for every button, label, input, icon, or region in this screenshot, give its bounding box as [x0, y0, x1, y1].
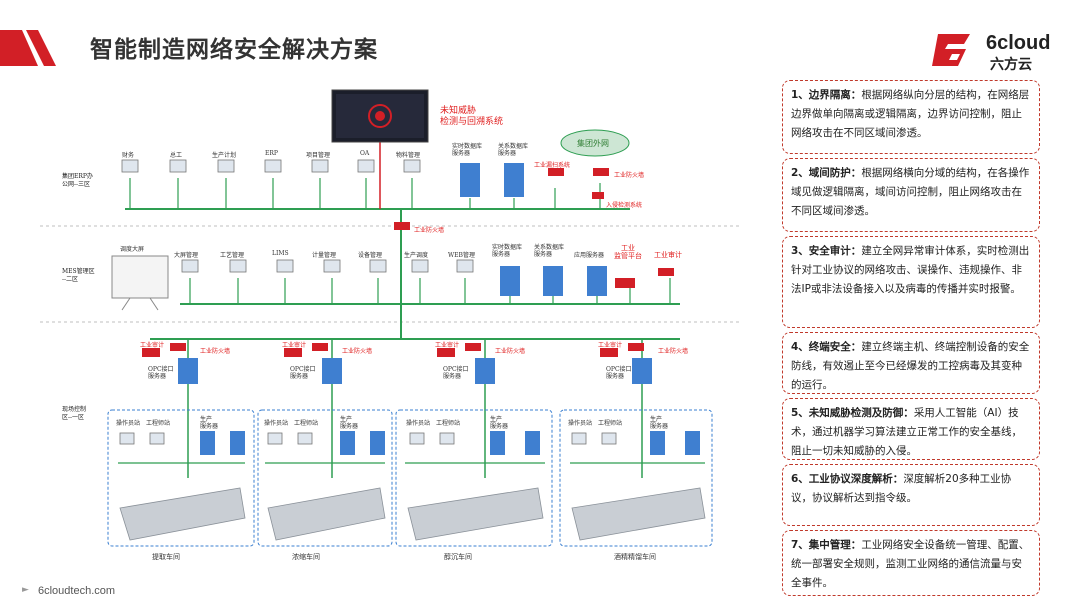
card-title: 3、安全审计： [791, 245, 862, 257]
tier2-server-label: 应用服务器 [574, 252, 605, 259]
header-slashes-decoration [0, 30, 56, 66]
ws-prod-server-label: 生产 服务器 [200, 416, 219, 430]
tier3-system: 项目管理 [306, 152, 331, 159]
ws-operator-label: 操作员站 [406, 420, 431, 427]
card-body: 工业网络安全设备统一管理、配置、统一部署安全规则，监测工业网络的通信流量与安全事… [791, 539, 1030, 589]
company-logo: 6cloud 六方云 [930, 30, 1070, 74]
card-title: 1、边界隔离： [791, 89, 862, 101]
feature-card-protocol: 6、工业协议深度解析：深度解析20多种工业协议，协议解析达到指令级。 [782, 464, 1040, 526]
logo-subtitle: 六方云 [990, 57, 1032, 73]
ws-opc-label: OPC接口 服务器 [606, 366, 632, 380]
leak-scan-label: 工业漏扫系统 [534, 162, 571, 169]
ws-prod-server-label: 生产 服务器 [490, 416, 509, 430]
tier3-system: 总工 [170, 152, 183, 159]
ws-operator-label: 操作员站 [568, 420, 593, 427]
card-title: 5、未知威胁检测及防御： [791, 407, 914, 419]
workshop-name: 提取车间 [152, 553, 180, 561]
ws-firewall-label: 工业防火墙 [200, 348, 231, 355]
feature-card-unknown-threat: 5、未知威胁检测及防御：采用人工智能（AI）技术，通过机器学习算法建立正常工作的… [782, 398, 1040, 460]
tier2-system: 生产调度 [404, 252, 429, 259]
card-body: 根据网络纵向分层的结构，在网络层边界做单向隔离或逻辑隔离，边界访问控制，阻止网络… [791, 89, 1030, 139]
logo-mark-icon [932, 34, 970, 66]
ids-label: 入侵检测系统 [606, 202, 643, 209]
tier3-system: ERP [265, 150, 278, 157]
feature-card-domain: 2、域间防护：根据网络横向分域的结构，在各操作域见做逻辑隔离，域间访问控制，阻止… [782, 158, 1040, 232]
ws-prod-server-label: 生产 服务器 [650, 416, 669, 430]
ws-opc-label: OPC接口 服务器 [443, 366, 469, 380]
tier3-server-label: 关系数据库 服务器 [498, 143, 529, 157]
workshop-name: 浓缩车间 [292, 553, 320, 561]
tier3-system: 生产计划 [212, 152, 237, 159]
card-body: 建立全网异常审计体系，实时检测出针对工业协议的网络攻击、误操作、违规操作、非法I… [791, 245, 1030, 295]
card-title: 6、工业协议深度解析： [791, 473, 904, 485]
tier2-audit-label: 工业审计 [654, 251, 682, 259]
tier2-system: 工艺管理 [220, 252, 245, 259]
tier2-system: LIMS [272, 250, 289, 257]
tier3-system: 财务 [122, 152, 135, 159]
ws-opc-label: OPC接口 服务器 [148, 366, 174, 380]
group-cloud-label: 集团外网 [577, 139, 609, 148]
footer-url: 6cloudtech.com [38, 585, 116, 597]
diagram-lines [40, 89, 740, 547]
feature-card-boundary: 1、边界隔离：根据网络纵向分层的结构，在网络层边界做单向隔离或逻辑隔离，边界访问… [782, 80, 1040, 154]
card-body: 建立终端主机、终端控制设备的安全防线，有效遏止至今已经爆发的工控病毒及其变种的运… [791, 341, 1030, 391]
ws-firewall-label: 工业防火墙 [342, 348, 373, 355]
tier2-system: WEB管理 [448, 252, 475, 259]
ws-engineer-label: 工程师站 [294, 420, 319, 427]
network-diagram: 未知威胁 检测与回溯系统 集团外网 集团ERP办 公网--三区 MES管理区 -… [40, 88, 760, 568]
card-title: 2、域间防护： [791, 167, 862, 179]
ws-audit-label: 工业审计 [140, 342, 165, 349]
tier2-server-label: 实时数据库 服务器 [492, 244, 523, 258]
ws-engineer-label: 工程师站 [436, 420, 461, 427]
ws-operator-label: 操作员站 [116, 420, 141, 427]
ws-prod-server-label: 生产 服务器 [340, 416, 359, 430]
tier2-server-label: 关系数据库 服务器 [534, 244, 565, 258]
zone-3-label: 集团ERP办 公网--三区 [62, 173, 93, 188]
ws-engineer-label: 工程师站 [146, 420, 171, 427]
zone-2-label: MES管理区 --二区 [62, 268, 95, 283]
tier3-firewall-label: 工业防火墙 [614, 172, 645, 179]
ws-firewall-label: 工业防火墙 [495, 348, 526, 355]
ws-audit-label: 工业审计 [282, 342, 307, 349]
feature-card-central-mgmt: 7、集中管理：工业网络安全设备统一管理、配置、统一部署安全规则，监测工业网络的通… [782, 530, 1040, 596]
tier2-system: 大屏管理 [174, 252, 199, 259]
feature-card-endpoint: 4、终端安全：建立终端主机、终端控制设备的安全防线，有效遏止至今已经爆发的工控病… [782, 332, 1040, 394]
logo-name: 6cloud [986, 32, 1051, 54]
card-body: 深度解析20多种工业协议，协议解析达到指令级。 [791, 473, 1012, 504]
workshop-name: 酒精精馏车间 [614, 553, 656, 561]
zone-1-label: 现场控制 区--一区 [62, 406, 87, 421]
ws-firewall-label: 工业防火墙 [658, 348, 689, 355]
tier3-system: OA [360, 150, 370, 157]
feature-card-audit: 3、安全审计：建立全网异常审计体系，实时检测出针对工业协议的网络攻击、误操作、违… [782, 236, 1040, 328]
card-body: 根据网络横向分域的结构，在各操作域见做逻辑隔离，域间访问控制，阻止网络攻击在不同… [791, 167, 1030, 217]
card-title: 7、集中管理： [791, 539, 862, 551]
ws-engineer-label: 工程师站 [598, 420, 623, 427]
threat-system-label: 未知威胁 检测与回溯系统 [440, 106, 504, 127]
page-title: 智能制造网络安全解决方案 [90, 37, 378, 63]
tier2-system: 计量管理 [312, 252, 337, 259]
footer-arrow-icon: ► [22, 585, 29, 595]
tier3-system: 物料管理 [396, 152, 421, 159]
ws-audit-label: 工业审计 [435, 342, 460, 349]
mid-firewall-label: 工业防火墙 [414, 227, 445, 234]
card-title: 4、终端安全： [791, 341, 862, 353]
tier2-system: 调度大屏 [120, 246, 145, 253]
ws-audit-label: 工业审计 [598, 342, 623, 349]
tier3-server-label: 实时数据库 服务器 [452, 143, 483, 157]
workshop-name: 醇沉车间 [444, 553, 472, 561]
tier2-system: 设备管理 [358, 252, 383, 259]
card-body: 采用人工智能（AI）技术，通过机器学习算法建立正常工作的安全基线，阻止一切未知威… [791, 407, 1022, 457]
ws-opc-label: OPC接口 服务器 [290, 366, 316, 380]
ws-operator-label: 操作员站 [264, 420, 289, 427]
supervision-platform-label: 工业 监管平台 [614, 244, 642, 260]
